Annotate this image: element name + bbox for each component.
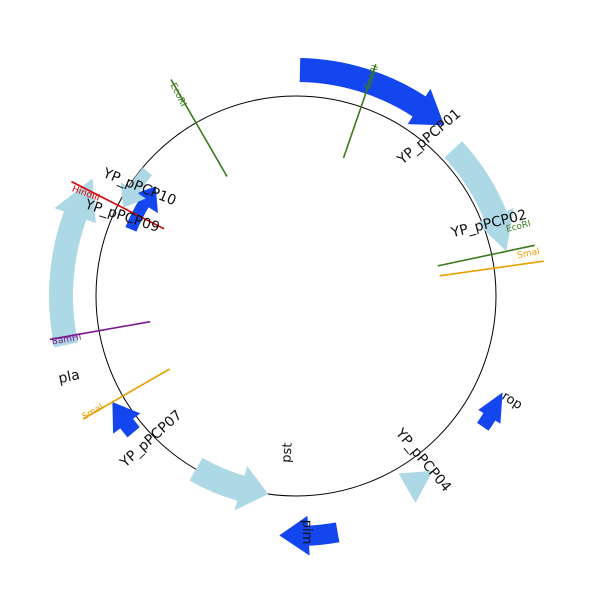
- feature-arrow-yp-ppcp07: [112, 402, 141, 438]
- plasmid-backbone: [95, 95, 497, 497]
- site-label-ecori-top: EcoRI: [168, 82, 188, 109]
- feature-label-pim: pim: [299, 520, 314, 545]
- feature-arrow-pla: [48, 178, 96, 348]
- site-label-smai-left: SmaI: [81, 402, 106, 422]
- feature-arrow-pim: [279, 515, 340, 556]
- feature-arrow-rop: [477, 392, 503, 431]
- restriction-sites-layer: [49, 64, 544, 420]
- site-line-smai-2: [439, 260, 544, 277]
- feature-label-pst: pst: [279, 442, 295, 463]
- feature-arrow-yp-ppcp01: [299, 58, 445, 126]
- site-line-smai-3: [82, 368, 171, 420]
- site-line-ecori-0: [170, 79, 228, 177]
- feature-arrow-yp-ppcp02: [444, 141, 514, 252]
- site-line-hindiii-5: [71, 180, 165, 230]
- feature-arrow-yp-ppcp04: [398, 470, 433, 503]
- site-label-smai-right: SmaI: [516, 247, 540, 261]
- features-layer: [48, 58, 514, 556]
- feature-label-pla: pla: [57, 367, 81, 387]
- site-line-ecori-6: [437, 244, 535, 267]
- feature-arrow-pst: [189, 457, 269, 511]
- site-line-ecori-1: [342, 64, 377, 159]
- feature-arrow-yp-ppcp10: [120, 167, 152, 208]
- site-line-bamhi-4: [49, 320, 151, 341]
- feature-label-rop: rop: [499, 389, 525, 413]
